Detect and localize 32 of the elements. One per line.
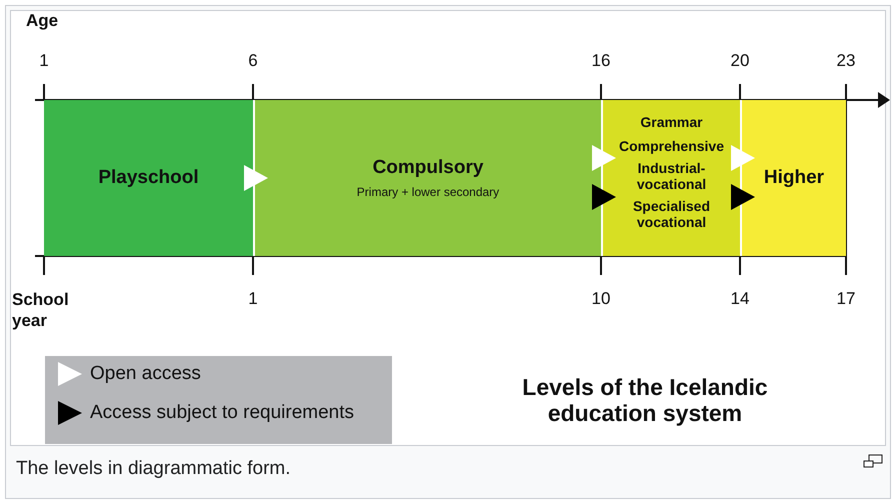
age-tick-label: 16: [592, 52, 610, 69]
age-tick-label: 1: [39, 52, 49, 69]
axis-title: Age: [26, 12, 58, 29]
access-arrow: [731, 145, 755, 171]
year-tick-label: 1: [248, 290, 258, 307]
track-name: Industrial- vocational: [636, 160, 708, 192]
level-band: [44, 100, 253, 256]
year-tick-label: 10: [592, 290, 610, 307]
age-tick-label: 20: [730, 52, 750, 69]
year-tick-label: 17: [836, 290, 856, 307]
track-name: Grammar: [639, 114, 704, 130]
level-band: [253, 100, 601, 256]
level-description: Primary + lower secondary: [356, 185, 500, 199]
level-name: Compulsory: [372, 157, 484, 179]
diagram-title: Levels of the Icelandic education system: [521, 374, 769, 426]
level-name: Playschool: [98, 167, 199, 189]
legend-label: Access subject to requirements: [90, 403, 354, 422]
access-arrow: [592, 184, 616, 210]
level-band: [740, 100, 846, 256]
axis-title: School year: [12, 289, 70, 331]
age-tick-label: 6: [248, 52, 258, 69]
track-name: Comprehensive: [618, 138, 726, 154]
level-name: Higher: [764, 167, 824, 189]
access-arrow: [731, 184, 755, 210]
track-name: Specialised vocational: [632, 198, 712, 230]
level-band: [601, 100, 740, 256]
legend-label: Open access: [90, 364, 201, 383]
year-tick-label: 14: [730, 290, 750, 307]
age-tick-label: 23: [836, 52, 856, 69]
access-arrow: [592, 145, 616, 171]
access-arrow: [244, 165, 268, 191]
figure-caption: The levels in diagrammatic form.: [16, 459, 291, 478]
